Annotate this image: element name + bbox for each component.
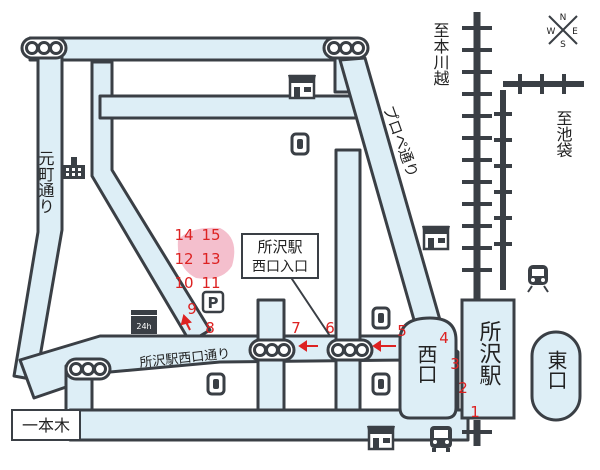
signal-icon [322,36,370,60]
parking-icon: P [201,290,225,314]
route-step: 9 [187,300,197,318]
route-step: 1 [470,403,480,421]
road-west-exit [398,316,458,420]
east-exit-label: 東口 [544,350,568,390]
shop-icon [286,73,318,100]
svg-text:W: W [547,27,556,37]
destination-highlight [177,227,235,279]
route-step: 11 [201,274,220,292]
route-step: 2 [458,379,468,397]
tree-icon [371,306,391,330]
svg-text:S: S [560,40,566,50]
compass-icon: N S E W [547,13,579,50]
shop-icon [365,424,397,451]
bus-icon [430,426,452,452]
train-icon [527,265,549,293]
ippongi-label: 一本木 [22,416,70,435]
road-top [28,36,352,62]
road-east-south [334,148,362,442]
route-step: 8 [205,319,215,337]
station-box [460,298,516,420]
route-step: 15 [201,226,220,244]
route-step: 7 [291,319,301,337]
railway-track-icon [462,12,584,446]
callout-line-2: 西口入口 [252,259,308,275]
store-24h-icon: 24h [131,310,157,334]
svg-text:24h: 24h [136,322,151,331]
road-upper-horizontal [98,94,364,120]
signal-icon [326,338,374,362]
shop-icon [420,224,452,251]
route-step: 14 [174,226,193,244]
callout-box [241,233,319,279]
to-kawagoe-label: 至本川越 [431,22,450,86]
to-ikebukuro-label: 至池袋 [554,110,573,158]
tree-icon [371,372,391,396]
route-step: 10 [174,274,193,292]
signal-icon [248,338,296,362]
signal-icon [20,36,68,60]
tree-icon [206,372,226,396]
route-step: 5 [397,322,407,340]
svg-text:N: N [560,13,567,23]
route-step: 4 [439,329,449,347]
route-steps: 1 2 3 4 5 6 7 8 9 10 11 12 13 14 15 [174,226,479,421]
route-step: 6 [325,319,335,337]
motomachi-road-label: 元町通り [36,150,55,214]
west-exit-label: 西口 [414,344,438,384]
svg-text:P: P [208,294,219,312]
route-step: 12 [174,250,193,268]
ippongi-box [11,409,81,441]
signal-icon [64,357,112,381]
road-motomachi [12,48,64,382]
route-step: 3 [450,355,460,373]
callout-leader [289,275,331,337]
tree-icon [290,132,310,156]
svg-text:E: E [572,27,578,37]
callout-line-1: 所沢駅 [257,238,302,256]
school-icon [63,157,85,179]
arrow-icon [180,314,396,352]
roads [12,36,470,442]
route-step: 13 [201,250,220,268]
station-label: 所沢駅 [476,320,502,386]
road-inner-diagonal [90,60,212,344]
east-exit-box [530,330,582,422]
